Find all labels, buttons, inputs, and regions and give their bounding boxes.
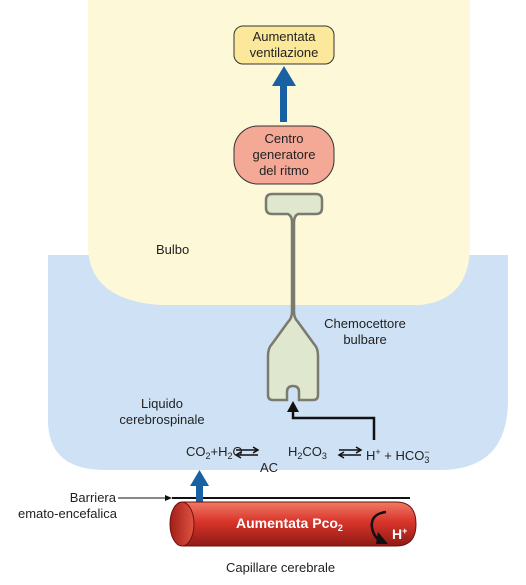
equilibrium-arrows-1 bbox=[234, 446, 260, 459]
capillary-caption: Capillare cerebrale bbox=[226, 560, 336, 575]
chemoreceptor-label: Chemocettore bulbare bbox=[310, 316, 420, 348]
hco3-text: HCO3− bbox=[395, 447, 430, 465]
csf-label: Liquido cerebrospinale bbox=[100, 396, 224, 428]
csf-line2: cerebrospinale bbox=[119, 412, 205, 427]
rhythm-center-shape bbox=[233, 125, 335, 185]
h2o-text: H2O bbox=[218, 444, 243, 461]
hplus-text: H+ bbox=[366, 447, 381, 463]
reaction-equation: CO2+H2O bbox=[186, 444, 243, 464]
ventilation-line2: ventilazione bbox=[249, 45, 319, 60]
center-line1: Centro bbox=[264, 131, 304, 146]
co2-text: CO2 bbox=[186, 444, 211, 461]
csf-line1: Liquido bbox=[141, 396, 183, 411]
hplus-to-receptor-arrow bbox=[287, 401, 376, 440]
capillary-pco2-label: Aumentata Pco2 bbox=[236, 515, 343, 533]
center-line2: generatore bbox=[252, 147, 316, 162]
chemo-line2: bulbare bbox=[343, 332, 387, 347]
plus-sign-2: + bbox=[384, 448, 392, 463]
rhythm-center-label: Centro generatore del ritmo bbox=[234, 131, 334, 179]
barrier-label: Barriera emato-encefalica bbox=[18, 490, 117, 522]
ions-text: H+ + HCO3− bbox=[366, 444, 430, 468]
equilibrium-arrows-2 bbox=[337, 446, 363, 459]
ventilation-box bbox=[233, 25, 335, 65]
ac-label: AC bbox=[260, 460, 279, 475]
arrow-co2-upward bbox=[190, 470, 209, 504]
barrier-pointer-head bbox=[165, 495, 172, 501]
arrow-to-ventilation bbox=[272, 66, 296, 122]
capillary-curved-arrow bbox=[370, 510, 388, 544]
barrier-line1: Barriera bbox=[69, 490, 116, 505]
chemoreceptor-shape bbox=[264, 192, 324, 402]
h2co3-text: H2CO3 bbox=[288, 444, 327, 461]
plus-sign-1: + bbox=[210, 444, 219, 459]
barrier-line2: emato-encefalica bbox=[18, 506, 117, 521]
ventilation-line1: Aumentata bbox=[252, 29, 316, 44]
ventilation-label: Aumentata ventilazione bbox=[234, 29, 334, 61]
capillary-opening bbox=[169, 501, 195, 547]
chemo-line1: Chemocettore bbox=[324, 316, 406, 331]
center-line3: del ritmo bbox=[259, 163, 309, 178]
capillary-tube bbox=[181, 501, 417, 547]
bulbo-label: Bulbo bbox=[156, 242, 190, 257]
capillary-hplus-badge: H+ bbox=[392, 526, 408, 542]
